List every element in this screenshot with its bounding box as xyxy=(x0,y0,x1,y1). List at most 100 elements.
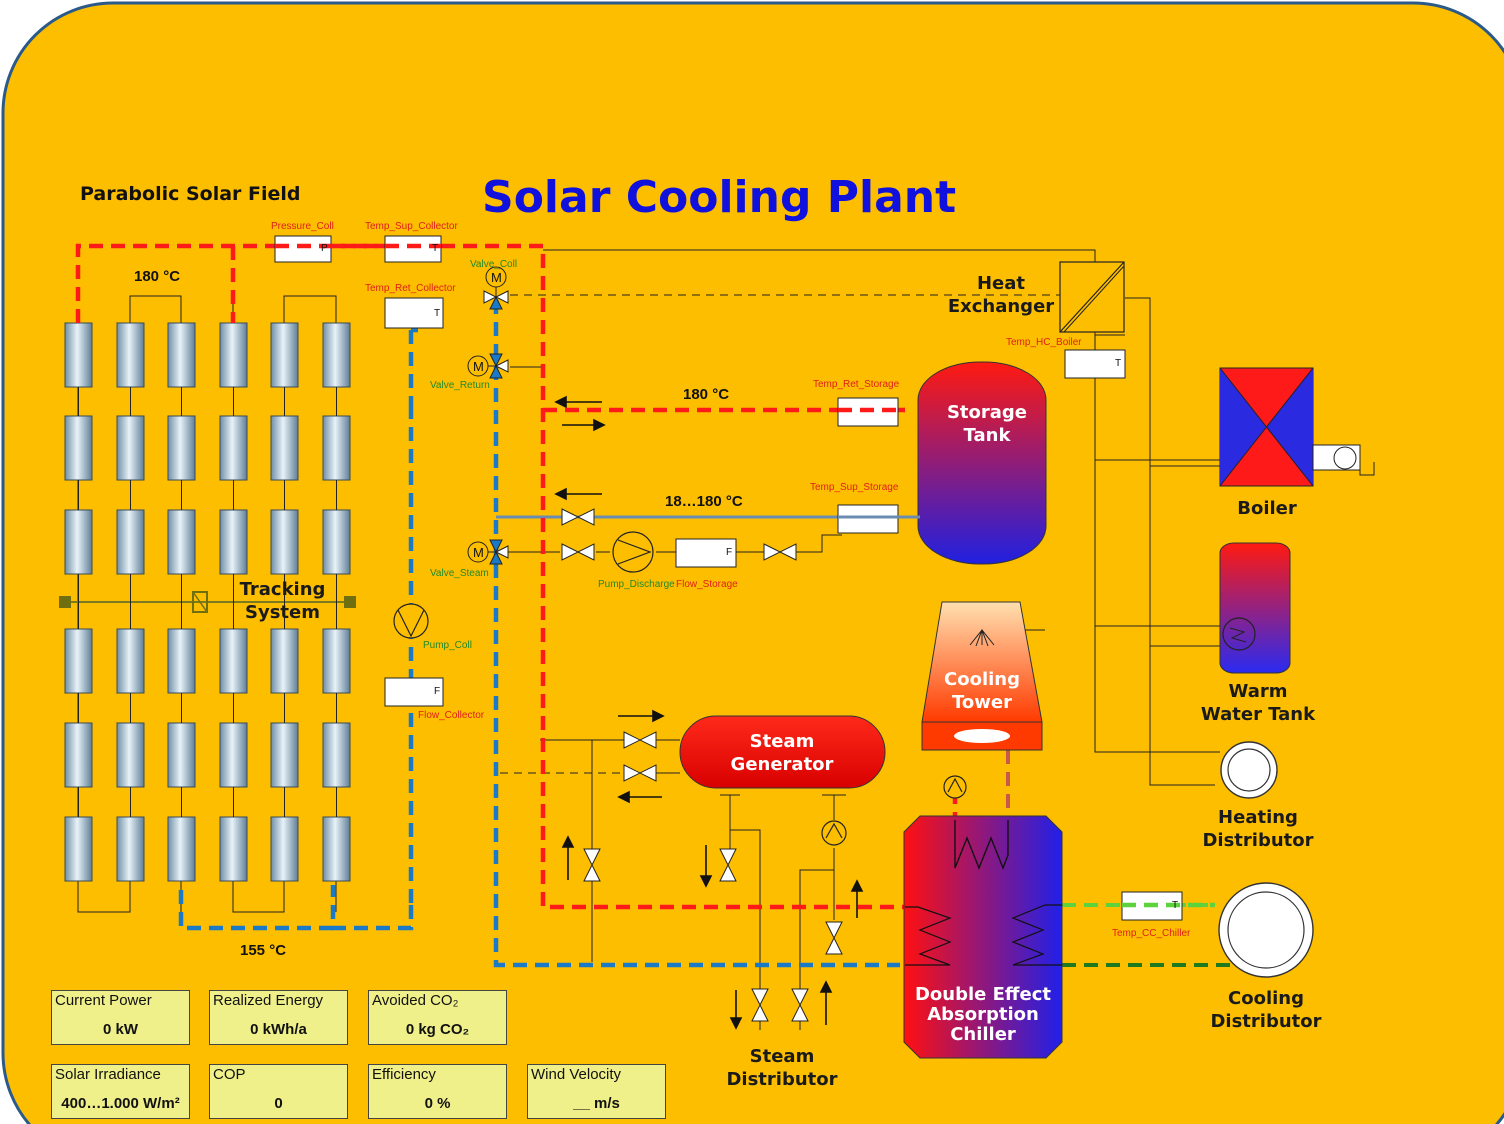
collector-module xyxy=(322,722,351,788)
readout-value: 400…1.000 W/m² xyxy=(61,1095,180,1112)
valve-icon xyxy=(791,988,809,1022)
chiller-label-line3: Chiller xyxy=(950,1024,1016,1045)
boiler xyxy=(1219,367,1375,487)
collector-module xyxy=(116,415,145,481)
readout-label: Wind Velocity xyxy=(531,1066,622,1083)
tag-temp-ret-collector: Temp_Ret_Collector xyxy=(365,283,456,294)
sensor-letter-temp-cc-chiller: T xyxy=(1172,900,1179,911)
collector-module xyxy=(270,722,299,788)
collector-module xyxy=(270,322,299,388)
boiler-label: Boiler xyxy=(1237,498,1297,519)
pumps xyxy=(393,531,967,846)
collector-module xyxy=(219,415,248,481)
heating-dist-label-line1: Heating xyxy=(1218,807,1298,828)
heat-exchanger-label: Heat Exchanger xyxy=(946,272,1056,318)
heat-exchanger-label-line2: Exchanger xyxy=(947,296,1055,317)
tag-pump-coll: Pump_Coll xyxy=(423,640,472,651)
valves xyxy=(561,508,843,1022)
collector-module xyxy=(322,628,351,694)
steam-dist-label-line1: Steam xyxy=(749,1046,815,1067)
collector-module xyxy=(64,628,93,694)
collector-module xyxy=(219,816,248,882)
readout-cop: COP 0 xyxy=(209,1064,348,1119)
line-overlays xyxy=(275,243,1215,908)
flow-arrows xyxy=(554,395,864,1030)
sensor-letter-motor-steam: M xyxy=(473,545,484,560)
valve-icon xyxy=(825,921,843,955)
valve-icon xyxy=(561,543,595,561)
valve-icon xyxy=(623,731,657,749)
cooling-distributor-label: Cooling Distributor xyxy=(1201,987,1331,1033)
return-line-blue xyxy=(178,300,900,968)
warm-water-tank xyxy=(1219,542,1291,674)
collector-module xyxy=(167,722,196,788)
sensor-letter-temp-sup-coll: T xyxy=(432,243,439,254)
readout-avoided-co2: Avoided CO₂ 0 kg CO₂ xyxy=(368,990,507,1045)
sensor-letter-flow-storage: F xyxy=(726,547,733,558)
page-title: Solar Cooling Plant xyxy=(482,172,957,223)
cooling-tower-label-line1: Cooling xyxy=(944,669,1020,690)
temp-storage-hot: 180 °C xyxy=(683,386,730,403)
storage-label-line2: Tank xyxy=(963,425,1011,446)
tag-temp-sup-storage: Temp_Sup_Storage xyxy=(810,482,899,493)
tag-temp-sup-collector: Temp_Sup_Collector xyxy=(365,221,458,232)
tracking-system-label: Tracking System xyxy=(230,578,335,624)
chiller-label-line2: Absorption xyxy=(927,1004,1039,1025)
collector-module xyxy=(270,415,299,481)
steam-generator xyxy=(679,715,886,789)
warm-water-tank-label: Warm Water Tank xyxy=(1193,680,1323,726)
storage-tank xyxy=(917,361,1047,565)
readout-value: 0 xyxy=(274,1095,283,1112)
collector-module xyxy=(270,816,299,882)
readout-value: 0 kg CO₂ xyxy=(405,1021,470,1038)
readout-realized-energy: Realized Energy 0 kWh/a xyxy=(209,990,348,1045)
heating-distributor xyxy=(1220,741,1278,799)
warm-water-label-line1: Warm xyxy=(1228,681,1288,702)
cooling-tower-label: Cooling Tower xyxy=(927,668,1037,714)
valve-icon xyxy=(751,988,769,1022)
collector-module xyxy=(64,415,93,481)
readout-efficiency: Efficiency 0 % xyxy=(368,1064,507,1119)
collector-module xyxy=(167,628,196,694)
collector-module xyxy=(219,509,248,575)
collector-module xyxy=(64,322,93,388)
collector-module xyxy=(64,509,93,575)
steam-distributor-label: Steam Distributor xyxy=(717,1045,847,1091)
temp-field-bottom: 155 °C xyxy=(240,942,287,959)
valve-icon xyxy=(583,848,601,882)
collector-module xyxy=(116,322,145,388)
collector-module xyxy=(167,415,196,481)
collector-module xyxy=(116,816,145,882)
heat-exchanger-label-line1: Heat xyxy=(976,273,1026,294)
valve-icon xyxy=(561,508,595,526)
sensor-letter-temp-ret-coll: T xyxy=(434,308,441,319)
collector-module xyxy=(219,722,248,788)
steam-dist-label-line2: Distributor xyxy=(726,1069,838,1090)
collector-module xyxy=(322,816,351,882)
collector-module xyxy=(167,322,196,388)
collector-module xyxy=(270,509,299,575)
readout-solar-irradiance: Solar Irradiance 400…1.000 W/m² xyxy=(51,1064,190,1119)
chiller-label: Double Effect Absorption Chiller xyxy=(910,985,1056,1045)
tracking-label-line2: System xyxy=(245,602,320,623)
collector-module xyxy=(322,322,351,388)
tracking-rail xyxy=(59,591,356,613)
storage-tank-label: Storage Tank xyxy=(932,401,1042,447)
storage-label-line1: Storage xyxy=(946,402,1028,423)
collector-module xyxy=(219,628,248,694)
cooling-tower xyxy=(921,601,1043,751)
absorption-chiller xyxy=(903,815,1063,1059)
process-lines xyxy=(496,249,1220,1030)
tag-temp-cc-chiller: Temp_CC_Chiller xyxy=(1112,928,1191,939)
warm-water-label-line2: Water Tank xyxy=(1200,704,1316,725)
tag-flow-storage: Flow_Storage xyxy=(676,579,738,590)
tag-temp-ret-storage: Temp_Ret_Storage xyxy=(813,379,900,390)
readout-value: 0 kW xyxy=(102,1021,138,1038)
collector-module xyxy=(116,509,145,575)
steam-generator-label: Steam Generator xyxy=(712,730,852,776)
collector-module xyxy=(64,722,93,788)
readout-value: 0 kWh/a xyxy=(250,1021,307,1038)
sensor-letter-temp-hc-boiler: T xyxy=(1115,358,1122,369)
readout-current-power: Current Power 0 kW xyxy=(51,990,190,1045)
